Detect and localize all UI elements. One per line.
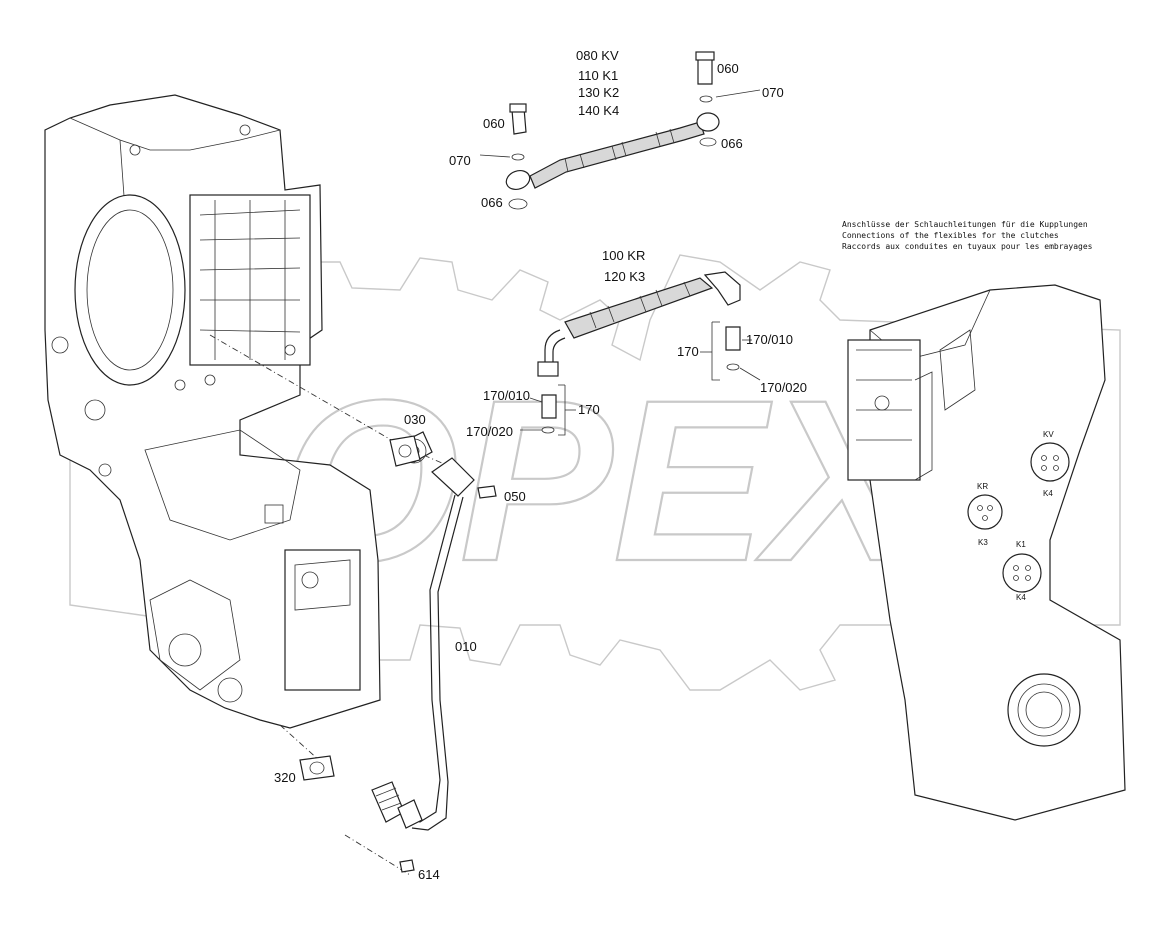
callout-labels: 080 KV 110 K1 130 K2 140 K4 060 070 066 … [274,48,807,882]
callout-010: 010 [455,639,477,654]
watermark-gear [69,254,1121,691]
callout-170-020-right: 170/020 [760,380,807,395]
watermark: OPEX [69,254,1121,691]
note-line-de: Anschlüsse der Schlauchleitungen für die… [842,220,1088,229]
callout-080kv: 080 KV [576,48,619,63]
lower-pipe-assembly [299,431,497,873]
port-mark-k1: K1 [1016,540,1026,549]
callout-140k4: 140 K4 [578,103,619,118]
gearbox-housing [44,94,381,729]
connection-note: Anschlüsse der Schlauchleitungen für die… [842,220,1093,251]
clutch-housing: KV K4 KR K3 K1 K4 [847,284,1126,821]
note-line-fr: Raccords aux conduites en tuyaux pour le… [842,242,1093,251]
callout-170-010-right: 170/010 [746,332,793,347]
port-mark-k4-a: K4 [1043,489,1053,498]
note-line-en: Connections of the flexibles for the clu… [842,231,1059,240]
callout-060-right: 060 [717,61,739,76]
callout-170-020-left: 170/020 [466,424,513,439]
callout-110k1: 110 K1 [578,68,618,83]
callout-070-left: 070 [449,153,471,168]
callout-320: 320 [274,770,296,785]
callout-120k3: 120 K3 [604,269,645,284]
callout-066-left: 066 [481,195,503,210]
callout-070-right: 070 [762,85,784,100]
callout-170-right: 170 [677,344,699,359]
callout-100kr: 100 KR [602,248,645,263]
middle-hose-assembly [520,271,761,436]
port-mark-k3: K3 [978,538,988,547]
callout-614: 614 [418,867,440,882]
callout-170-left: 170 [578,402,600,417]
watermark-text: OPEX [280,352,931,609]
callout-050: 050 [504,489,526,504]
callout-060-left: 060 [483,116,505,131]
port-mark-k4-b: K4 [1016,593,1026,602]
callout-066-right: 066 [721,136,743,151]
port-mark-kr: KR [977,482,988,491]
port-mark-kv: KV [1043,430,1054,439]
callout-170-010-left: 170/010 [483,388,530,403]
upper-hose-assembly [479,51,761,210]
callout-030: 030 [404,412,426,427]
callout-130k2: 130 K2 [578,85,619,100]
